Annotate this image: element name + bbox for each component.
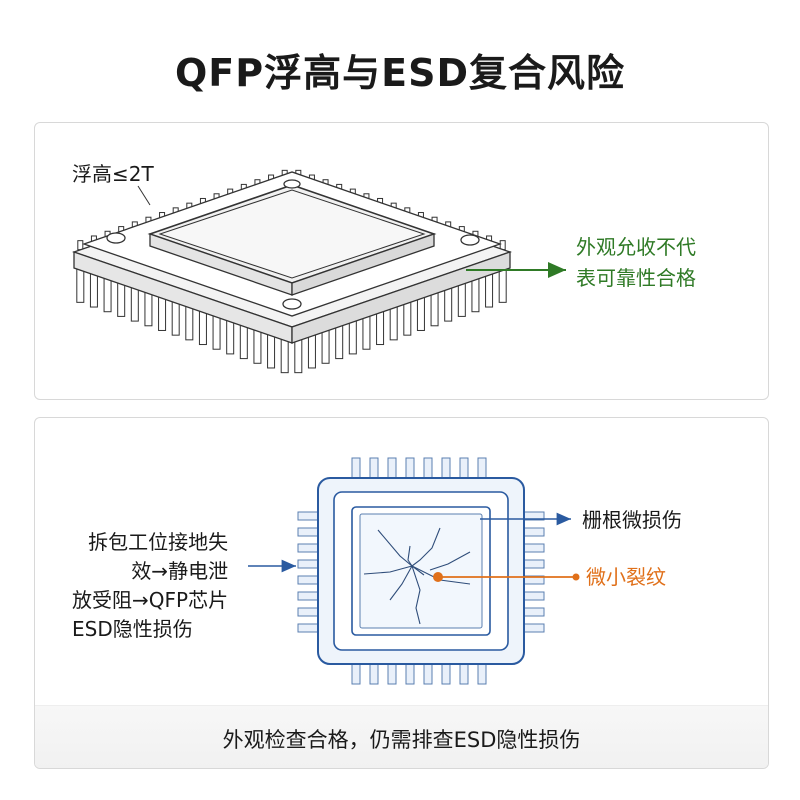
chip-pin [297,527,321,537]
chip-pin [459,661,469,685]
gate-damage-label: 栅根微损伤 [582,508,682,532]
chip-pin [521,527,545,537]
chip-pin [405,661,415,685]
chip-pin [477,661,487,685]
chip-pin [387,457,397,481]
esd-cause-line-4: ESD隐性损伤 [72,617,193,641]
footer-note: 外观检查合格，仍需排查ESD隐性损伤 [222,728,581,752]
chip-pin [297,543,321,553]
chip-pin [351,457,361,481]
green-note-line-1: 外观允收不代 [576,235,696,259]
crack-marker-dot [433,572,443,582]
chip-top-view [297,457,545,685]
chip-pin [297,559,321,569]
page-title: QFP浮高与ESD复合风险 [175,51,625,95]
chip-pin [405,457,415,481]
chip-pin [297,591,321,601]
chip-pin [441,457,451,481]
crack-leader-end [572,573,580,581]
chip-pin [297,511,321,521]
esd-cause-line-3: 放受阻→QFP芯片 [72,588,229,612]
micro-crack-label: 微小裂纹 [586,565,666,589]
chip-pin [477,457,487,481]
chip-pin [521,543,545,553]
chip-pin [423,661,433,685]
footer-band: 外观检查合格，仍需排查ESD隐性损伤 [35,705,768,768]
appearance-acceptance-note: 外观允收不代 表可靠性合格 [576,232,696,294]
chip-pin [521,607,545,617]
esd-cause-note: 拆包工位接地失 效→静电泄 放受阻→QFP芯片 ESD隐性损伤 [72,528,228,644]
chip-pin [521,623,545,633]
chip-pin [441,661,451,685]
chip-pin [387,661,397,685]
chip-pin [297,623,321,633]
qfp-lead [77,240,84,251]
chip-pin [423,457,433,481]
float-height-label: 浮高≤2T [72,162,154,186]
chip-pin [521,591,545,601]
esd-cause-line-2: 效→静电泄 [131,559,229,583]
chip-pin [297,607,321,617]
crack-lines [363,527,471,625]
float-label-leader [137,185,151,206]
chip-pin [351,661,361,685]
chip-pin [297,575,321,585]
chip-pin [521,559,545,569]
qfp-chip-illustration [72,169,512,374]
chip-pin [369,661,379,685]
chip-pin [369,457,379,481]
esd-cause-line-1: 拆包工位接地失 [88,530,229,554]
chip-pin [459,457,469,481]
green-note-line-2: 表可靠性合格 [576,266,696,290]
